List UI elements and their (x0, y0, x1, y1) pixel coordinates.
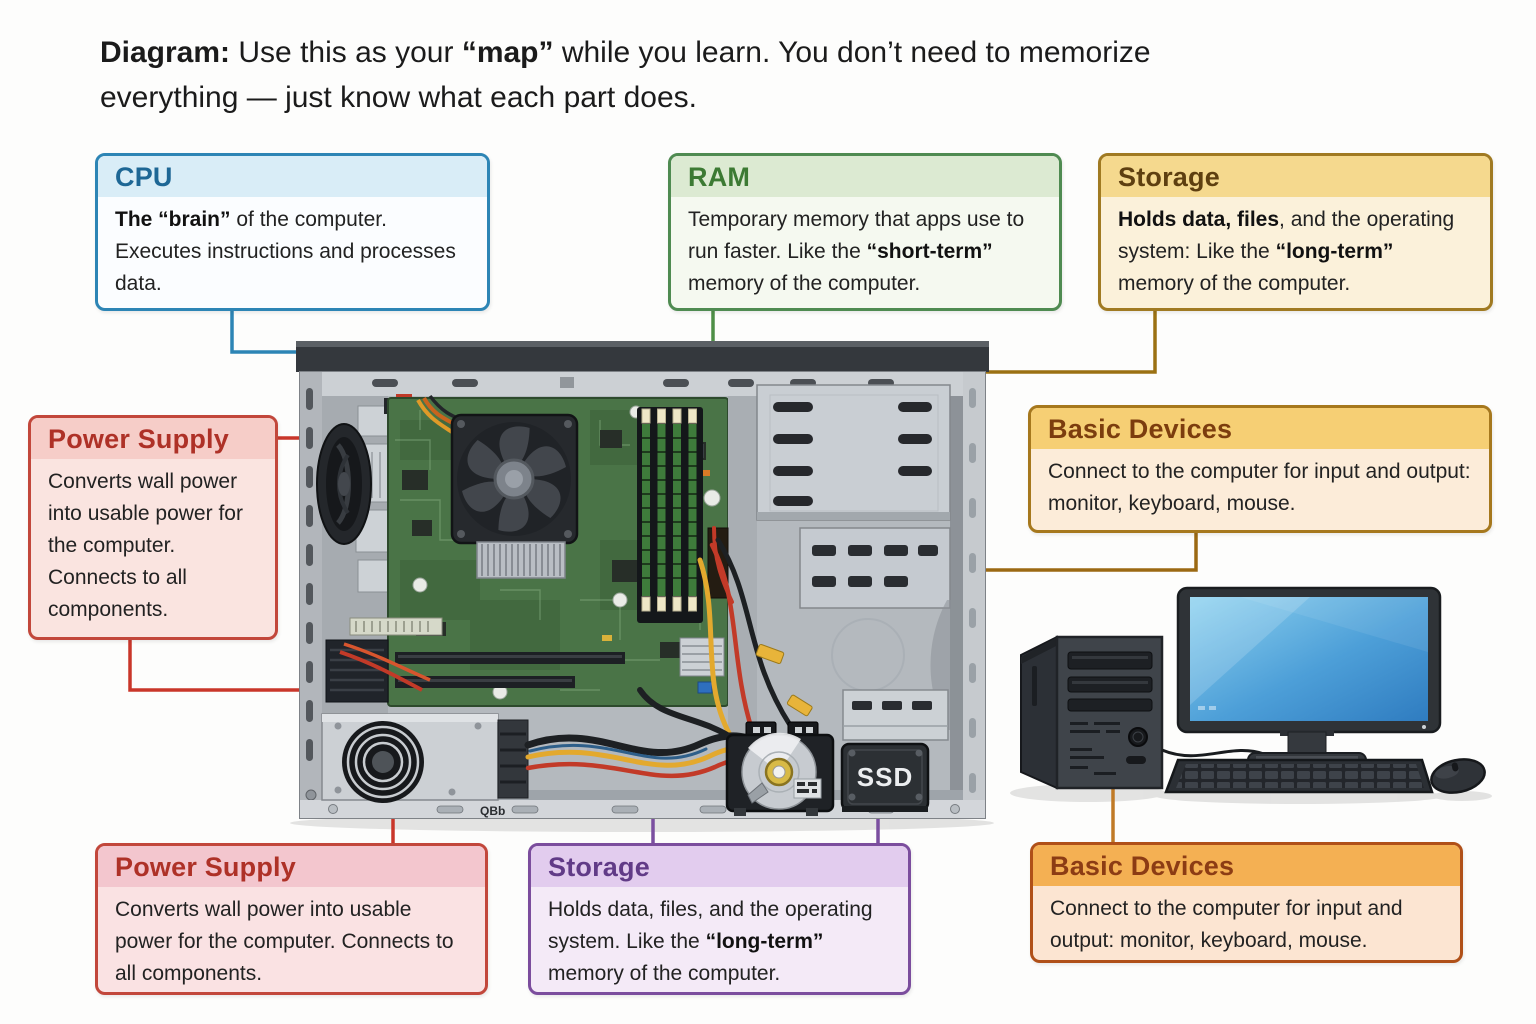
connector-power-left-bottom (128, 635, 302, 692)
heatsink (476, 541, 566, 579)
ssd-label: SSD (857, 762, 913, 792)
ram-modules (637, 407, 703, 623)
hdd (725, 721, 835, 816)
callout-basic-devices-bottom-title: Basic Devices (1050, 851, 1235, 881)
callout-storage-top: Storage Holds data, files, and the opera… (1098, 153, 1493, 311)
callout-storage-top-title: Storage (1118, 162, 1220, 192)
callout-power-supply-bottom: Power Supply Converts wall power into us… (95, 843, 488, 995)
connector-devices-mid (983, 528, 1198, 572)
callout-cpu-title: CPU (115, 162, 173, 192)
callout-storage-bottom-header: Storage (531, 846, 908, 887)
keyboard (1164, 758, 1434, 794)
title-lead: Diagram: (100, 36, 231, 69)
callout-power-supply-left: Power Supply Converts wall power into us… (28, 415, 278, 640)
page-title: Diagram: Use this as your “map” while yo… (100, 36, 1151, 114)
callout-basic-devices-mid-header: Basic Devices (1031, 408, 1489, 449)
callout-basic-devices-mid: Basic Devices Connect to the computer fo… (1028, 405, 1492, 533)
callout-ram-header: RAM (671, 156, 1059, 197)
callout-power-supply-left-header: Power Supply (31, 418, 275, 459)
callout-basic-devices-mid-body: Connect to the computer for input and ou… (1048, 460, 1471, 515)
connector-cpu (230, 300, 303, 354)
monitor (1161, 586, 1442, 769)
callout-power-supply-bottom-header: Power Supply (98, 846, 485, 887)
callout-storage-top-header: Storage (1101, 156, 1490, 197)
connector-storage-top (983, 303, 1157, 374)
callout-basic-devices-bottom-header: Basic Devices (1033, 845, 1460, 886)
callout-storage-bottom-title: Storage (548, 852, 650, 882)
callout-storage-top-body: Holds data, files, and the operating sys… (1118, 208, 1455, 295)
callout-basic-devices-bottom-body: Connect to the computer for input and ou… (1050, 897, 1403, 952)
callout-storage-bottom-body: Holds data, files, and the operating sys… (548, 898, 873, 985)
callout-power-supply-bottom-body: Converts wall power into usable power fo… (115, 898, 454, 985)
case-marking: QBb (480, 804, 505, 818)
callout-power-supply-left-body: Converts wall power into usable power fo… (48, 470, 243, 621)
mouse (1430, 758, 1486, 794)
callout-cpu: CPU The “brain” of the computer. Execute… (95, 153, 490, 311)
callout-power-supply-bottom-title: Power Supply (115, 852, 296, 882)
callout-ram-body: Temporary memory that apps use to run fa… (688, 208, 1025, 295)
callout-ram-title: RAM (688, 162, 751, 192)
power-supply-unit (321, 713, 529, 803)
callout-storage-bottom: Storage Holds data, files, and the opera… (528, 843, 911, 995)
cpu-cooler-fan (450, 413, 579, 545)
callout-cpu-header: CPU (98, 156, 487, 197)
callout-basic-devices-bottom: Basic Devices Connect to the computer fo… (1030, 842, 1463, 963)
callout-ram: RAM Temporary memory that apps use to ru… (668, 153, 1062, 311)
callout-cpu-body: The “brain” of the computer. Executes in… (115, 208, 456, 295)
desktop-tower (1020, 635, 1164, 790)
callout-basic-devices-mid-title: Basic Devices (1048, 414, 1233, 444)
expansion-slot-area (325, 617, 443, 703)
case-fan (316, 423, 372, 545)
ssd-drive: SSD (840, 742, 930, 812)
callout-power-supply-left-title: Power Supply (48, 424, 229, 454)
